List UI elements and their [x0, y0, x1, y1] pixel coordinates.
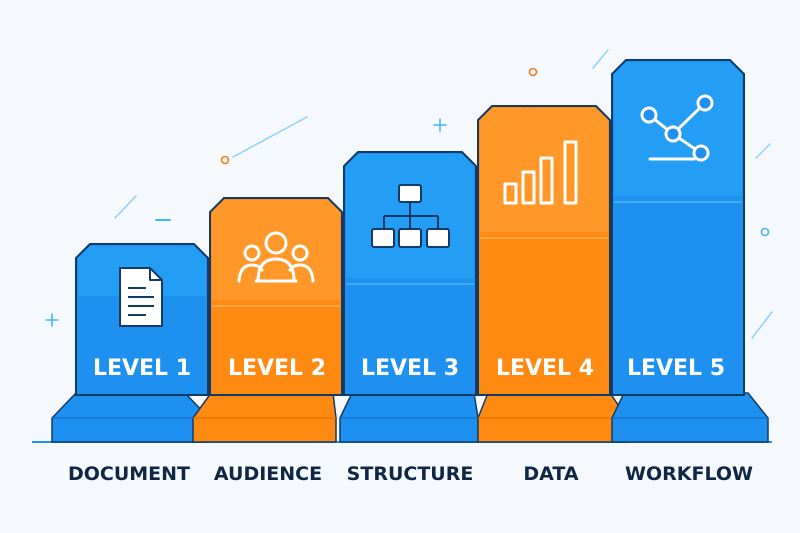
level-4-label: LEVEL 4: [496, 356, 594, 381]
caption-audience: AUDIENCE: [214, 463, 322, 485]
caption-data: DATA: [523, 463, 578, 485]
audience-icon: [237, 231, 315, 283]
caption-document: DOCUMENT: [68, 463, 190, 485]
level-5-label: LEVEL 5: [627, 356, 725, 381]
plus-icon: [45, 313, 59, 327]
document-icon: [119, 267, 163, 327]
decor-line: [232, 116, 308, 158]
decor-circle: [760, 227, 770, 237]
level-2-column: LEVEL 2: [192, 197, 343, 443]
decor-line: [755, 143, 771, 159]
background-decor: [45, 49, 773, 339]
caption-workflow: WORKFLOW: [625, 463, 753, 485]
caption-structure: STRUCTURE: [347, 463, 474, 485]
bar-chart-icon: [503, 140, 578, 205]
decor-line: [592, 49, 609, 69]
hierarchy-icon: [371, 184, 450, 248]
decor-circle: [528, 67, 538, 77]
decor-line: [114, 195, 137, 219]
level-4-column: LEVEL 4: [477, 105, 628, 443]
decor-line: [751, 311, 773, 339]
level-1-column: LEVEL 1: [51, 243, 210, 443]
level-5-column: LEVEL 5: [611, 59, 769, 443]
level-1-label: LEVEL 1: [93, 356, 191, 381]
decor-circle: [220, 155, 230, 165]
level-3-column: LEVEL 3: [339, 151, 479, 443]
level-2-label: LEVEL 2: [228, 356, 326, 381]
level-3-label: LEVEL 3: [361, 356, 459, 381]
captions: DOCUMENT AUDIENCE STRUCTURE DATA WORKFLO…: [68, 463, 753, 485]
plus-icon: [433, 118, 447, 132]
workflow-icon: [640, 94, 714, 162]
